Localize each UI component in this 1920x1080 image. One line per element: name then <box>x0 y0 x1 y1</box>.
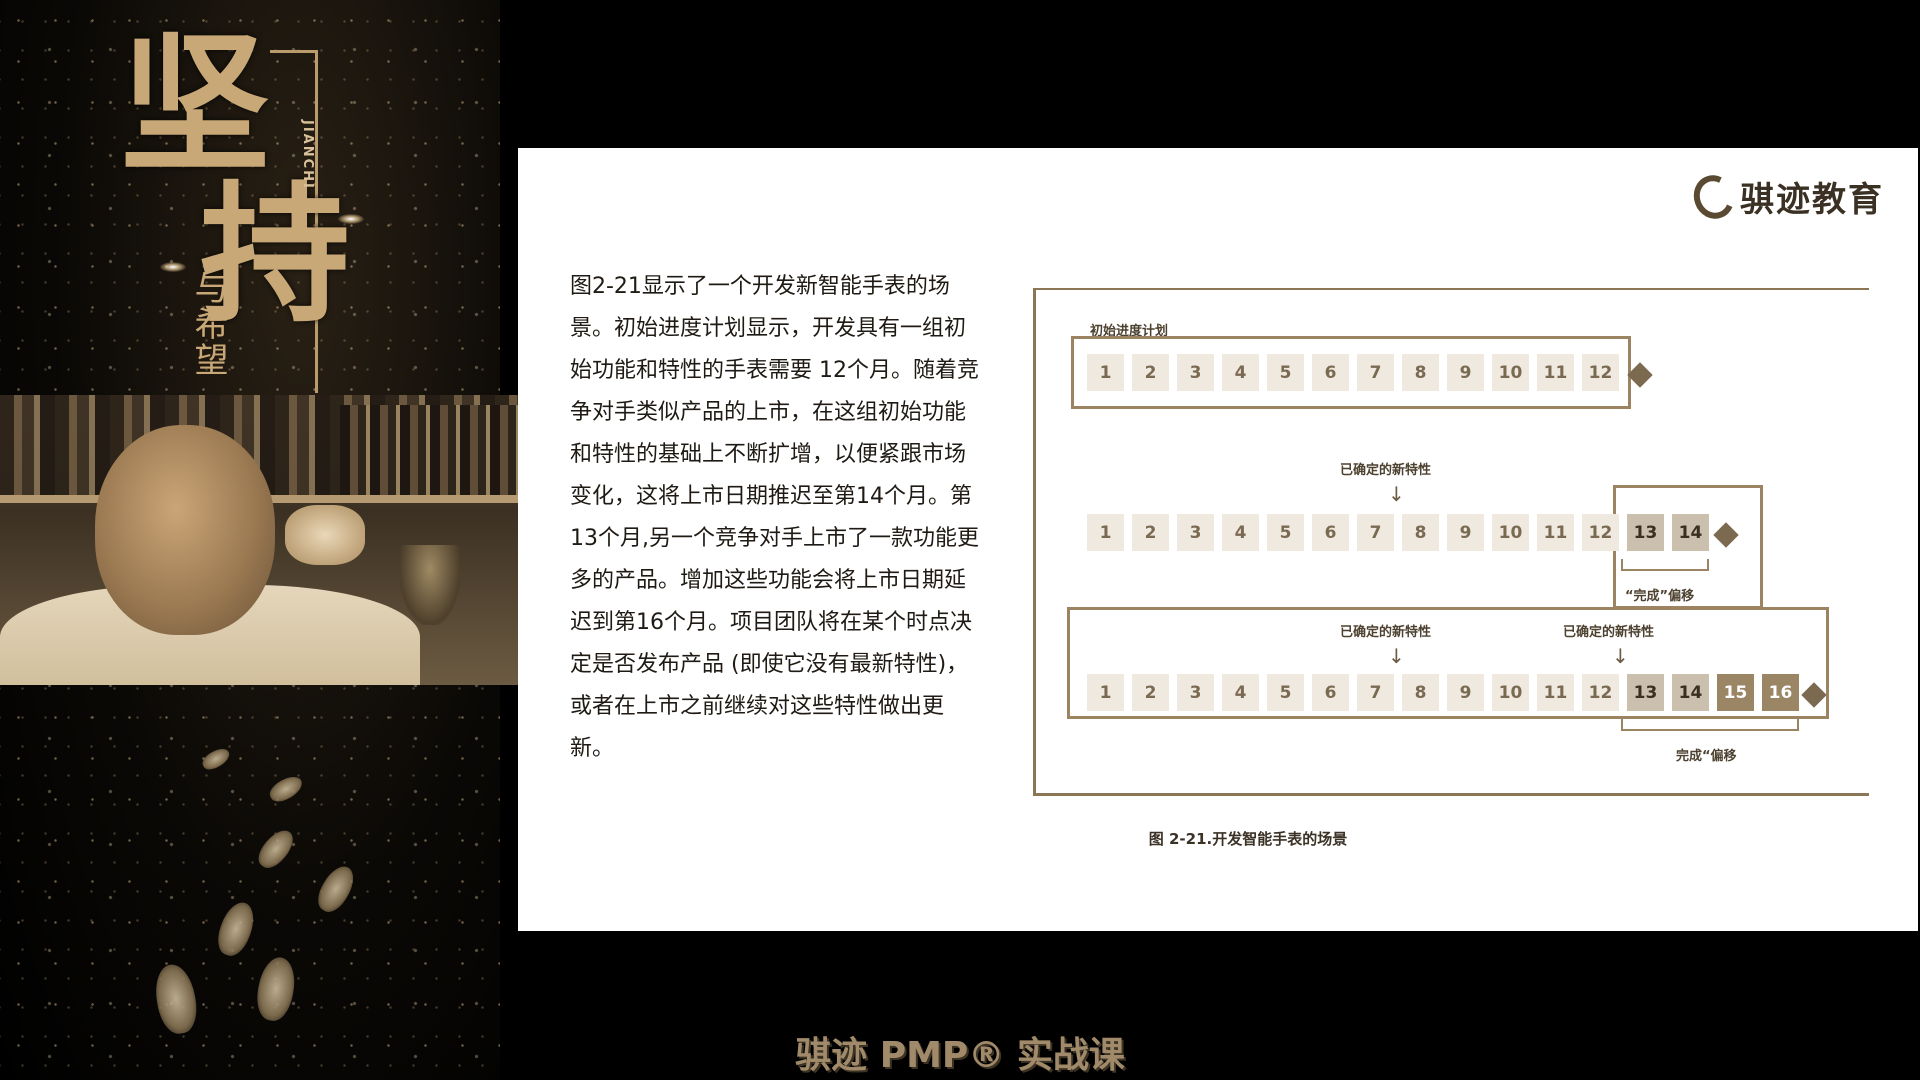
month-cell: 7 <box>1357 354 1394 391</box>
logo-text: 骐迹教育 <box>1740 180 1884 220</box>
month-cell: 9 <box>1447 674 1484 711</box>
offset-brace <box>1621 559 1709 571</box>
offset-brace <box>1621 719 1799 731</box>
month-cell: 5 <box>1267 514 1304 551</box>
month-cell: 6 <box>1312 674 1349 711</box>
month-cell: 5 <box>1267 674 1304 711</box>
footprints-graphic <box>120 720 420 1050</box>
month-cell: 12 <box>1582 354 1619 391</box>
month-cell: 4 <box>1222 354 1259 391</box>
logo-icon <box>1687 168 1741 225</box>
month-cell: 2 <box>1132 354 1169 391</box>
month-cell: 3 <box>1177 514 1214 551</box>
month-cell: 1 <box>1087 514 1124 551</box>
month-cell: 7 <box>1357 674 1394 711</box>
month-cell: 5 <box>1267 354 1304 391</box>
poster-title-char: 坚 <box>120 17 270 193</box>
done-offset-label: “完成”偏移 <box>1625 589 1695 604</box>
done-offset-label: 完成“偏移 <box>1676 749 1737 764</box>
month-cell: 11 <box>1537 354 1574 391</box>
month-cell: 12 <box>1582 514 1619 551</box>
poster-subtitle: 与希望 <box>188 270 228 378</box>
month-cell: 3 <box>1177 674 1214 711</box>
month-cell: 11 <box>1537 514 1574 551</box>
row-label-initial-plan: 初始进度计划 <box>1090 324 1169 339</box>
month-cell: 9 <box>1447 514 1484 551</box>
month-cell: 11 <box>1537 674 1574 711</box>
down-arrow-icon: ↓ <box>1612 644 1629 668</box>
presenter-hand <box>285 505 365 565</box>
figure-frame <box>1033 288 1869 796</box>
down-arrow-icon: ↓ <box>1388 482 1405 506</box>
month-cell: 13 <box>1627 674 1664 711</box>
month-cell: 10 <box>1492 674 1529 711</box>
month-cell: 2 <box>1132 674 1169 711</box>
presenter-head <box>95 425 275 635</box>
month-cell: 6 <box>1312 354 1349 391</box>
month-cell: 8 <box>1402 674 1439 711</box>
month-cell: 12 <box>1582 674 1619 711</box>
month-cell: 13 <box>1627 514 1664 551</box>
poster-bracket <box>270 50 318 393</box>
month-cell: 7 <box>1357 514 1394 551</box>
month-cell: 2 <box>1132 514 1169 551</box>
month-cell: 16 <box>1762 674 1799 711</box>
poster-title-char: 持 <box>200 167 350 343</box>
light-flare <box>338 214 364 224</box>
new-feature-label: 已确定的新特性 <box>1340 625 1432 640</box>
new-feature-label: 已确定的新特性 <box>1563 625 1655 640</box>
figure-caption: 图 2-21.开发智能手表的场景 <box>1148 830 1348 848</box>
slide-body-text: 图2-21显示了一个开发新智能手表的场景。初始进度计划显示，开发具有一组初始功能… <box>570 274 979 761</box>
month-cell: 4 <box>1222 674 1259 711</box>
month-cell: 8 <box>1402 354 1439 391</box>
month-cell: 10 <box>1492 514 1529 551</box>
month-cell: 9 <box>1447 354 1484 391</box>
month-cell: 4 <box>1222 514 1259 551</box>
bookshelf <box>340 405 520 495</box>
month-cell: 10 <box>1492 354 1529 391</box>
month-cell: 1 <box>1087 354 1124 391</box>
month-cell: 3 <box>1177 354 1214 391</box>
webcam-feed <box>0 395 520 685</box>
month-cell: 14 <box>1672 674 1709 711</box>
poster-pinyin: JIANCHI <box>300 120 315 190</box>
month-cell: 1 <box>1087 674 1124 711</box>
brand-logo: 骐迹教育 <box>1687 168 1884 225</box>
month-cell: 6 <box>1312 514 1349 551</box>
poster-title: 坚 持 <box>120 17 350 343</box>
month-cell: 14 <box>1672 514 1709 551</box>
slide: 骐迹教育 图2-21显示了一个开发新智能手表的场景。初始进度计划显示，开发具有一… <box>518 148 1918 931</box>
course-title: 骐迹 PMP® 实战课 <box>795 1035 1125 1076</box>
plant <box>400 545 460 625</box>
month-cell: 8 <box>1402 514 1439 551</box>
down-arrow-icon: ↓ <box>1388 644 1405 668</box>
light-flare <box>160 262 186 272</box>
month-cell: 15 <box>1717 674 1754 711</box>
second-extension-box <box>1067 607 1829 719</box>
new-feature-label: 已确定的新特性 <box>1340 463 1432 478</box>
